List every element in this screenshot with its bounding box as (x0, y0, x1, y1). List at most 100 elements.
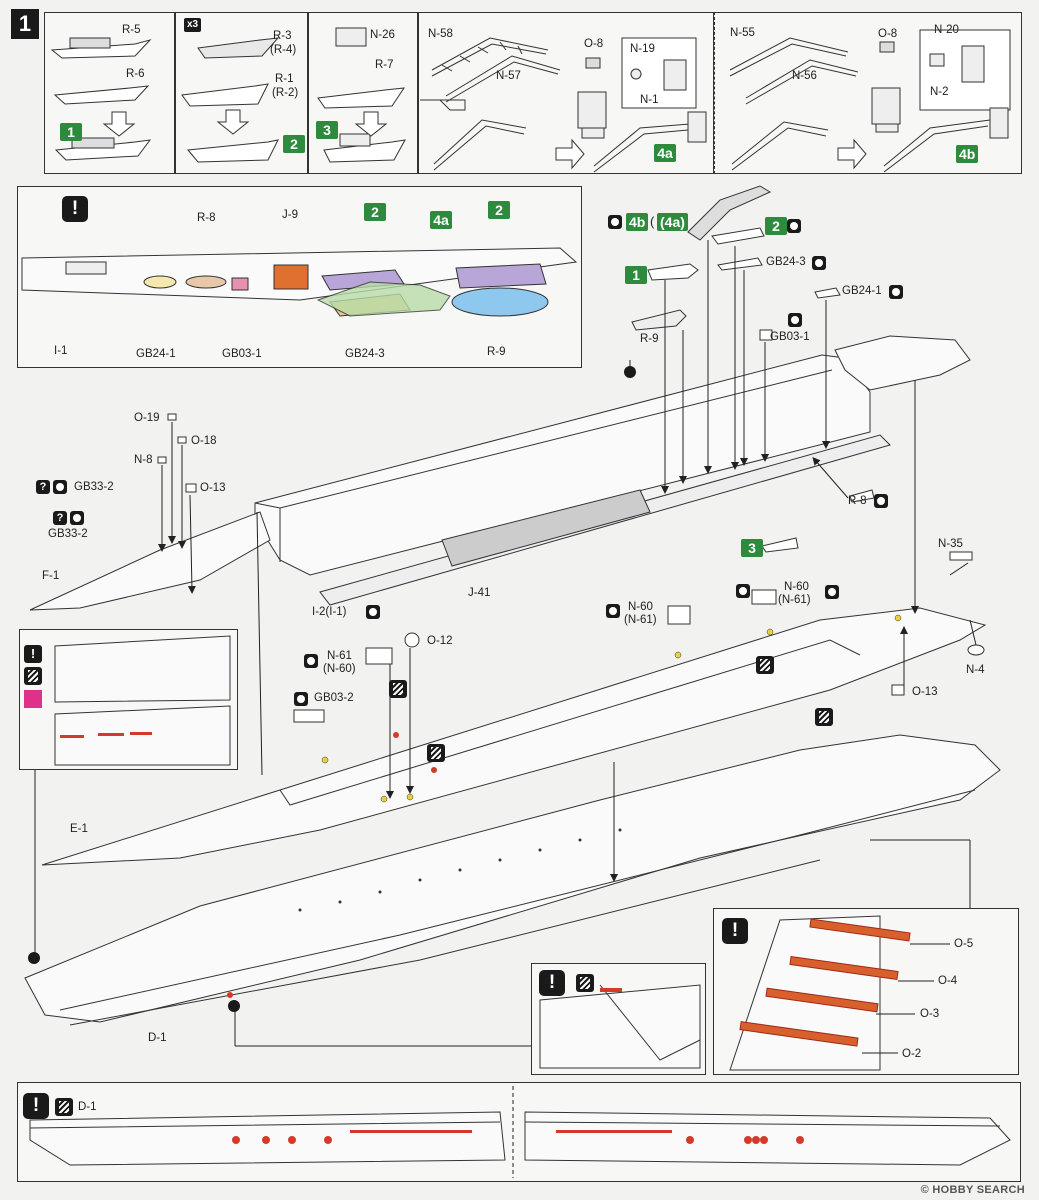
label-gb241-detail: GB24-1 (136, 348, 176, 360)
badge-4a-main: (4a) (657, 213, 688, 231)
part-n4 (967, 644, 985, 656)
label-r3: R-3 (273, 30, 292, 42)
badge-2-main: 2 (765, 217, 787, 235)
label-r1: R-1 (275, 73, 294, 85)
comment-icon-gb243 (812, 256, 826, 270)
label-n1: N-1 (640, 94, 659, 106)
part-o2 (739, 1021, 859, 1047)
boat-1-assembled (54, 139, 152, 161)
label-o13-a: O-13 (200, 482, 226, 494)
label-r8-main: R-8 (848, 495, 867, 507)
boat-r6 (53, 85, 150, 105)
label-n61-a: (N-61) (778, 594, 811, 606)
part-o8-b (879, 41, 895, 53)
crane-main (687, 185, 772, 241)
label-n2: N-2 (930, 86, 949, 98)
comment-icon-4b (608, 215, 622, 229)
part-gb03-1-main (759, 329, 773, 341)
boat-2-main (711, 227, 765, 245)
label-o19: O-19 (134, 412, 160, 424)
boat-3-assembled (323, 139, 406, 163)
comment-icon-gb031 (788, 313, 802, 327)
warning-icon-left: ! (24, 645, 42, 663)
bow-flight-deck (834, 335, 971, 391)
comment-icon-r8 (874, 494, 888, 508)
label-n57: N-57 (496, 70, 521, 82)
label-r2: (R-2) (272, 87, 299, 99)
comment-icon-n60-a2 (825, 585, 839, 599)
warning-icon-center: ! (539, 970, 565, 996)
comment-icon-2 (787, 219, 801, 233)
part-o13-b (891, 684, 905, 696)
boat-r5-cabin (69, 37, 111, 49)
label-r5: R-5 (122, 24, 141, 36)
label-o12: O-12 (427, 635, 453, 647)
comment-icon-n61 (304, 654, 318, 668)
label-r6: R-6 (126, 68, 145, 80)
watermark: © HOBBY SEARCH (920, 1184, 1025, 1196)
crane-n58 (431, 37, 549, 77)
badge-4a: 4a (654, 144, 676, 162)
label-n35: N-35 (938, 538, 963, 550)
badge-1-main: 1 (625, 266, 647, 284)
j41-detail (441, 489, 651, 567)
pointer-icon-c (228, 1000, 240, 1012)
comment-icon-i2 (366, 605, 380, 619)
boat-2-assembled (187, 139, 279, 163)
warning-icon-bottom: ! (23, 1093, 49, 1119)
glue-icon-left (24, 667, 42, 685)
part-j9-detail (273, 264, 309, 290)
label-o4: O-4 (938, 975, 958, 987)
part-o8-a (585, 57, 601, 69)
label-n55: N-55 (730, 27, 755, 39)
part-gb03-2 (293, 709, 325, 723)
part-o3 (765, 987, 879, 1013)
glue-icon-center (576, 974, 594, 992)
label-i1-detail: I-1 (54, 345, 68, 357)
crane-4b-assembled (883, 107, 1009, 173)
label-o13-b: O-13 (912, 686, 938, 698)
crane-n56 (745, 59, 859, 105)
label-gb332-b: GB33-2 (48, 528, 88, 540)
label-gb243-main: GB24-3 (766, 256, 806, 268)
bow-part-f1 (29, 511, 271, 611)
badge-4b: 4b (956, 145, 979, 163)
boat-2-detail-b (455, 263, 547, 289)
pink-color-swatch (24, 690, 42, 708)
part-n26 (335, 27, 367, 47)
glue-icon-1 (756, 656, 774, 674)
part-o5 (809, 918, 911, 942)
comment-icon-gb032 (294, 692, 308, 706)
label-r8-detail: R-8 (197, 212, 216, 224)
label-d1-bottom: D-1 (78, 1101, 97, 1113)
badge-x3: x3 (184, 18, 202, 32)
label-n20: N-20 (934, 24, 959, 36)
question-icon-a: ? (36, 480, 50, 494)
crane-left-body (433, 119, 527, 171)
label-o18: O-18 (191, 435, 217, 447)
label-paren-open: ( (650, 214, 655, 229)
label-gb032: GB03-2 (314, 692, 354, 704)
label-n61-c: N-61 (327, 650, 352, 662)
boat-r7 (317, 87, 406, 109)
glue-icon-4 (427, 744, 445, 762)
badge-3: 3 (316, 121, 338, 139)
glue-icon-3 (389, 680, 407, 698)
label-n8: N-8 (134, 454, 153, 466)
boat-r5 (50, 39, 152, 59)
part-gb03-1-detail (231, 277, 249, 291)
label-n4: N-4 (966, 664, 985, 676)
label-j9-detail: J-9 (282, 209, 298, 221)
label-n26: N-26 (370, 29, 395, 41)
pointer-icon-b (28, 952, 40, 964)
crane-n55 (729, 37, 849, 77)
label-o8-b: O-8 (878, 28, 898, 40)
part-n61 (365, 647, 393, 665)
boat-3-main (761, 537, 799, 553)
comment-icon-gb241 (889, 285, 903, 299)
label-n60-c: (N-60) (323, 663, 356, 675)
part-n35 (949, 551, 973, 561)
label-n60-a: N-60 (784, 581, 809, 593)
badge-4b-main: 4b (626, 213, 649, 231)
boat-r1 (181, 83, 269, 107)
